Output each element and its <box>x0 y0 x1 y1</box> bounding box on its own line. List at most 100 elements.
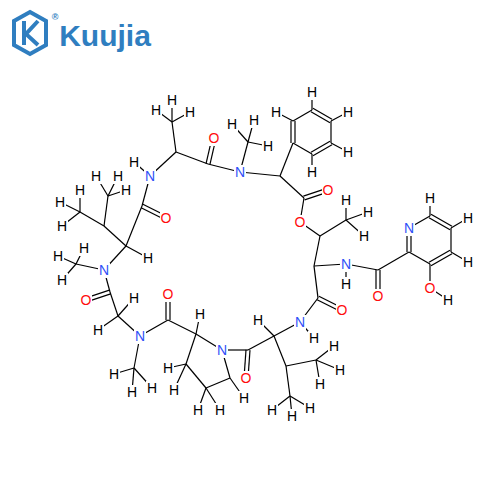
atom-label: H <box>362 205 374 220</box>
atom-label: H <box>78 241 90 256</box>
atom-label: H <box>358 229 370 244</box>
atom-label: O <box>208 131 221 146</box>
atom-label: H <box>340 277 352 292</box>
atom-label: N <box>340 257 352 272</box>
bond-line <box>330 121 331 143</box>
bond-line <box>280 176 304 198</box>
atom-label: H <box>90 169 102 184</box>
atom-label: O <box>80 293 93 308</box>
atom-label: H <box>226 117 238 132</box>
atom-label: H <box>162 361 174 376</box>
atom-label: H <box>308 331 320 346</box>
atom-label: H <box>462 211 474 226</box>
atom-label: H <box>266 403 278 418</box>
watermark-mark: ® <box>52 12 59 22</box>
atom-label: H <box>128 155 140 170</box>
atom-label: O <box>160 211 173 226</box>
bond-line <box>104 226 126 246</box>
atom-label: H <box>252 313 264 328</box>
atom-label: H <box>52 249 64 264</box>
bond-line <box>431 214 452 226</box>
bond-line <box>409 252 430 264</box>
bond-line <box>286 360 316 366</box>
atom-label: H <box>128 291 140 306</box>
atom-label: O <box>336 303 349 318</box>
atom-label: H <box>56 273 68 288</box>
bond-line <box>431 254 452 266</box>
atom-label: H <box>194 307 206 322</box>
atom-label: H <box>262 139 274 154</box>
watermark: Kuujia <box>59 19 151 53</box>
bond-line <box>311 112 330 123</box>
atom-label: H <box>286 409 298 424</box>
atom-label: O <box>240 371 253 386</box>
atom-label: H <box>54 195 66 210</box>
atom-label: H <box>168 383 180 398</box>
atom-label: N <box>144 169 156 184</box>
atom-label: H <box>184 105 196 120</box>
bond-line <box>274 336 286 366</box>
atom-label: O <box>294 215 307 230</box>
bond-line <box>313 108 332 119</box>
bond-line <box>313 145 332 156</box>
bond-line <box>293 110 312 121</box>
atom-label: O <box>424 281 437 296</box>
bond-line <box>176 152 208 164</box>
atom-label: H <box>126 385 138 400</box>
atom-label: O <box>372 289 385 304</box>
atom-label: H <box>342 105 354 120</box>
bond-line <box>104 196 108 226</box>
atom-label: H <box>424 191 436 206</box>
atom-label: H <box>142 251 154 266</box>
bond-line <box>110 292 118 316</box>
bond-line <box>186 364 206 388</box>
atom-label: N <box>134 329 146 344</box>
atom-label: H <box>214 403 226 418</box>
atom-label: O <box>162 287 175 302</box>
atom-label: H <box>340 193 352 208</box>
atom-label: H <box>238 391 250 406</box>
bond-line <box>290 121 291 143</box>
bond-line <box>294 121 295 143</box>
atom-label: H <box>342 145 354 160</box>
bond-line <box>293 143 312 154</box>
atom-label: H <box>74 183 86 198</box>
atom-label: N <box>294 315 306 330</box>
bond-line <box>311 141 330 152</box>
atom-label: O <box>322 183 335 198</box>
atom-label: N <box>216 343 228 358</box>
bond-line <box>314 266 318 298</box>
bond-line <box>378 252 409 270</box>
atom-label: H <box>150 103 162 118</box>
bond-line <box>168 320 196 334</box>
atom-label: H <box>328 339 340 354</box>
atom-label: H <box>270 105 282 120</box>
bond-line <box>280 143 293 176</box>
atom-label: H <box>112 169 124 184</box>
atom-label: H <box>248 113 260 128</box>
atom-label: N <box>403 221 415 236</box>
atom-label: H <box>442 293 454 308</box>
atom-label: H <box>108 367 120 382</box>
atom-label: H <box>306 165 318 180</box>
atom-label: H <box>92 323 104 338</box>
atom-label: H <box>306 85 318 100</box>
atom-label: H <box>192 403 204 418</box>
atom-label: H <box>120 183 132 198</box>
atom-label: H <box>146 381 158 396</box>
atom-label: H <box>334 363 346 378</box>
atom-label: H <box>462 255 474 270</box>
bond-line <box>186 334 196 364</box>
bond-line <box>248 336 274 350</box>
atom-label: N <box>234 165 246 180</box>
bond-line <box>286 366 290 396</box>
bond-line <box>314 236 320 266</box>
bond-line <box>80 212 104 226</box>
bond-line <box>206 378 230 388</box>
atom-label: H <box>314 377 326 392</box>
atom-label: H <box>166 93 178 108</box>
bond-line <box>126 206 142 246</box>
